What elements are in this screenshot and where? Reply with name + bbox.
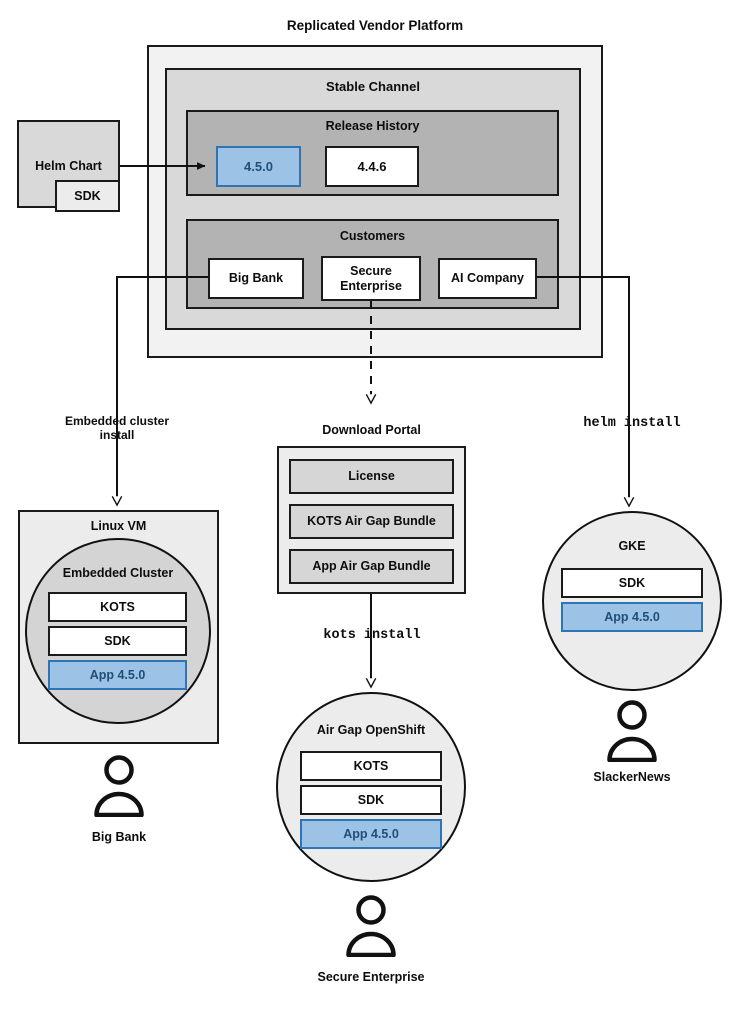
artifact-app-air-gap-bundle[interactable]: App Air Gap Bundle	[289, 549, 454, 584]
target-air-gap-openshift-title: Air Gap OpenShift	[316, 723, 426, 737]
release-4.4.6[interactable]: 4.4.6	[325, 146, 419, 187]
openshift-component-kots[interactable]: KOTS	[300, 751, 442, 781]
stable-channel-title: Stable Channel	[326, 79, 420, 94]
customer-label-big-bank: Big Bank	[91, 830, 147, 844]
customer-big-bank[interactable]: Big Bank	[208, 258, 304, 299]
customer-ai-company[interactable]: AI Company	[438, 258, 537, 299]
helm-chart-sdk-box[interactable]: SDK	[55, 180, 120, 212]
embedded-cluster-title: Embedded Cluster	[62, 566, 174, 580]
person-icon-big-bank	[90, 755, 148, 818]
artifact-kots-air-gap-bundle[interactable]: KOTS Air Gap Bundle	[289, 504, 454, 539]
customer-label-secure-enterprise: Secure Enterprise	[317, 970, 425, 984]
linux-vm-component-sdk[interactable]: SDK	[48, 626, 187, 656]
edge-label-helm-install: helm install	[583, 416, 681, 431]
linux-vm-component-app[interactable]: App 4.5.0	[48, 660, 187, 690]
customer-label-slackernews: SlackerNews	[593, 770, 671, 784]
edge-label-kots-install: kots install	[323, 628, 421, 643]
openshift-component-app[interactable]: App 4.5.0	[300, 819, 442, 849]
person-icon-slackernews	[603, 700, 661, 763]
release-4.5.0[interactable]: 4.5.0	[216, 146, 301, 187]
download-portal-title: Download Portal	[322, 423, 421, 437]
helm-chart-title: Helm Chart	[35, 159, 102, 173]
target-linux-vm-title: Linux VM	[90, 519, 147, 533]
customers-title: Customers	[339, 229, 406, 243]
page-title: Replicated Vendor Platform	[286, 18, 464, 33]
release-history-title: Release History	[325, 119, 420, 133]
customer-secure-enterprise[interactable]: Secure Enterprise	[321, 256, 421, 301]
linux-vm-component-kots[interactable]: KOTS	[48, 592, 187, 622]
person-icon-secure-enterprise	[342, 895, 400, 958]
target-gke-title: GKE	[618, 539, 646, 553]
artifact-license[interactable]: License	[289, 459, 454, 494]
edge-label-embedded-cluster-install: Embedded cluster install	[64, 414, 170, 443]
gke-component-app[interactable]: App 4.5.0	[561, 602, 703, 632]
target-gke-circle	[542, 511, 722, 691]
gke-component-sdk[interactable]: SDK	[561, 568, 703, 598]
openshift-component-sdk[interactable]: SDK	[300, 785, 442, 815]
